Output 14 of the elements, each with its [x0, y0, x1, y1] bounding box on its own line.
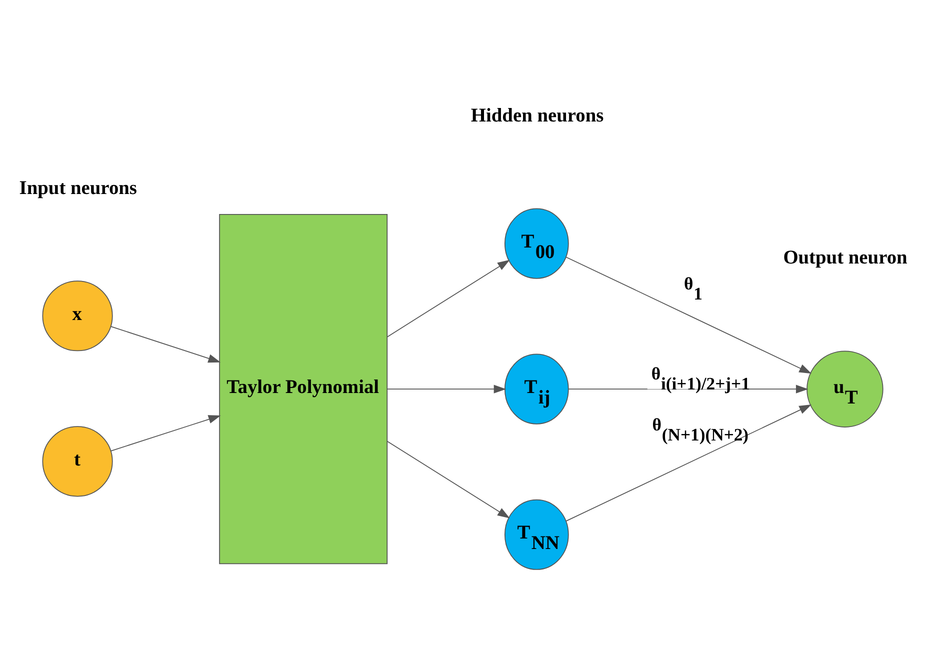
arrow	[568, 384, 808, 394]
node-circle: t	[42, 426, 113, 497]
arrow	[110, 326, 221, 363]
arrow	[386, 384, 506, 394]
node-circle: x	[42, 280, 113, 352]
arrow	[386, 260, 510, 338]
node-box: Taylor Polynomial	[219, 214, 388, 564]
arrow	[566, 404, 812, 522]
arrow	[386, 440, 510, 518]
label: Output neuron	[783, 247, 908, 268]
label: Hidden neurons	[470, 105, 604, 126]
arrow	[566, 256, 812, 374]
arrow	[110, 415, 221, 452]
label: Input neurons	[19, 178, 137, 199]
